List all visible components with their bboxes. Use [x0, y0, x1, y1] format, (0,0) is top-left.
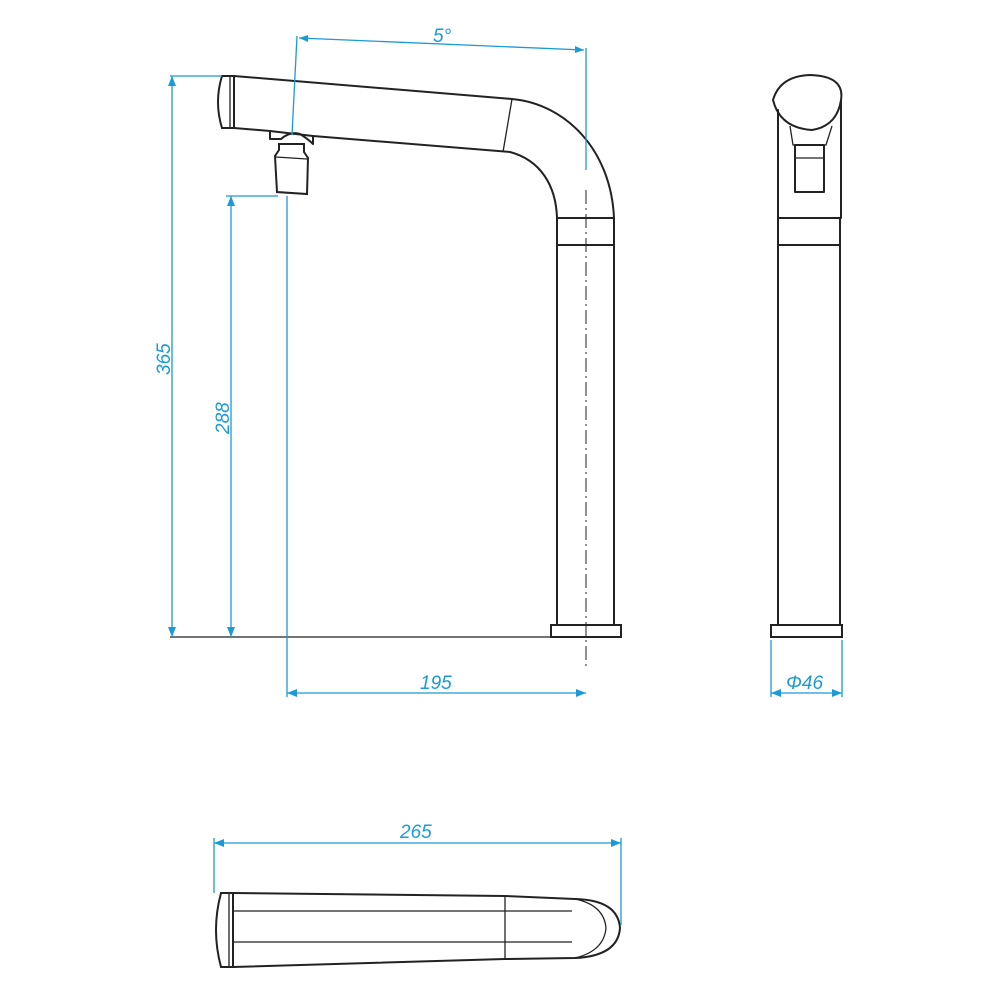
top-elbow [574, 898, 607, 959]
dimension-angle: 5° [291, 26, 587, 170]
reach-arrow-left [287, 689, 297, 697]
outlet-height-arrow-top [227, 196, 235, 206]
outlet-height-arrow-bottom [227, 627, 235, 637]
side-collar [777, 217, 841, 246]
side-vertical-body [777, 244, 841, 626]
side-spout-lower [777, 99, 842, 219]
aerator-mount [269, 130, 314, 145]
total-height-arrow-top [168, 76, 176, 86]
spout-tip-cap [217, 75, 235, 129]
outlet-height-label: 288 [213, 402, 234, 435]
side-base-flange [770, 624, 843, 638]
angle-arrow-left [299, 35, 308, 42]
top-length-label: 265 [399, 822, 432, 843]
front-view [170, 75, 622, 670]
dimension-top-length: 265 [213, 822, 622, 925]
diameter-arrow-right [832, 689, 842, 697]
top-spout-tip [215, 892, 234, 968]
top-length-arrow-right [611, 839, 621, 847]
aerator [273, 143, 310, 196]
aerator-band [275, 156, 308, 160]
angle-extension [291, 35, 298, 136]
angle-label: 5° [433, 26, 452, 47]
dimension-outlet-height: 288 [213, 195, 278, 637]
dimension-reach: 195 [286, 196, 586, 697]
reach-arrow-right [576, 689, 586, 697]
top-length-arrow-left [214, 839, 224, 847]
angle-arrow-right [575, 46, 584, 53]
dimension-base-diameter: Φ46 [770, 640, 843, 697]
spout-seam [502, 98, 513, 153]
total-height-label: 365 [154, 343, 175, 375]
top-spout-body [232, 892, 621, 968]
side-aerator [794, 144, 825, 193]
side-view [770, 74, 843, 638]
side-outlet [789, 125, 833, 146]
angle-dimension-line [298, 37, 585, 51]
diameter-label: Φ46 [786, 673, 823, 694]
dimension-total-height: 365 [154, 75, 222, 637]
diameter-arrow-left [771, 689, 781, 697]
side-spout-head [772, 74, 843, 131]
total-height-arrow-bottom [168, 627, 176, 637]
reach-label: 195 [420, 673, 452, 694]
top-view [215, 892, 621, 968]
